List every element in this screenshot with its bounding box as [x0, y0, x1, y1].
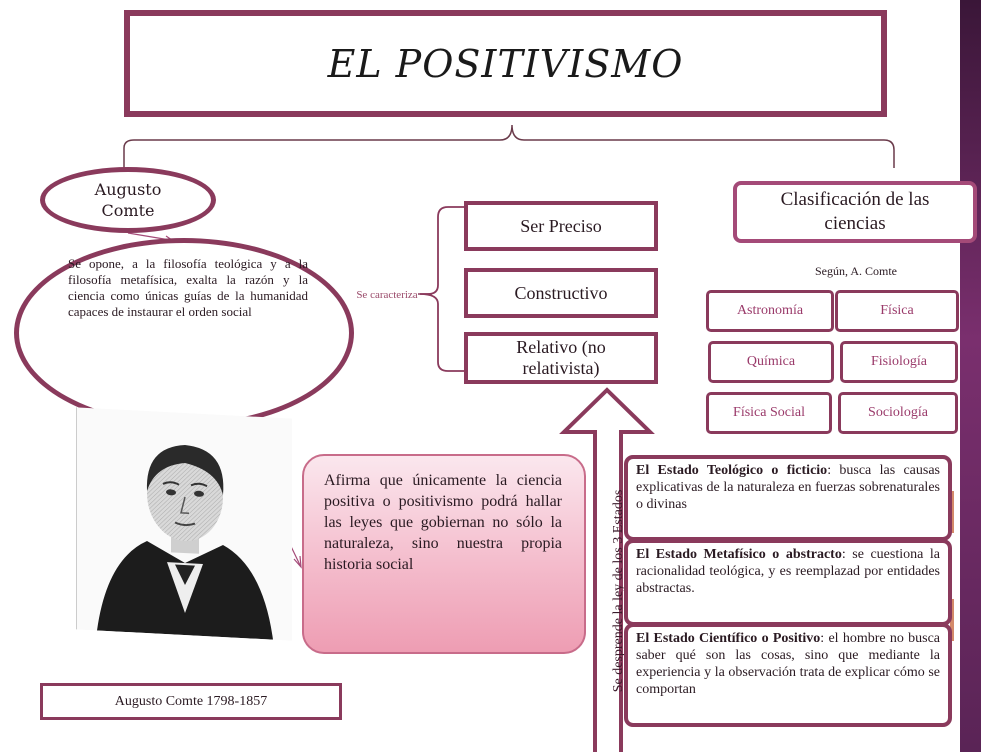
state-text: : busca las causas explicativas de la na…	[636, 463, 941, 512]
characteristic-label: Ser Preciso	[520, 215, 602, 236]
classification-title: Clasificación de las ciencias	[780, 189, 930, 234]
classification-title-box: Clasificación de las ciencias	[733, 181, 977, 243]
author-name-oval: Augusto Comte	[40, 167, 216, 233]
portrait-image	[76, 407, 292, 641]
author-name: Augusto Comte	[94, 180, 162, 220]
state-box: El Estado Teológico o ficticio: busca la…	[624, 455, 952, 541]
science-box: Física Social	[706, 392, 832, 434]
characteristic-box: Constructivo	[464, 268, 658, 318]
state-heading: El Estado Metafísico o abstracto	[636, 547, 842, 562]
author-caption-box: Augusto Comte 1798-1857	[40, 683, 342, 720]
science-label: Física Social	[733, 405, 805, 420]
state-tab	[944, 599, 954, 641]
characteristic-box: Relativo (no relativista)	[464, 332, 658, 384]
state-heading: El Estado Teológico o ficticio	[636, 463, 828, 478]
state-box: El Estado Científico o Positivo: el homb…	[624, 623, 952, 727]
science-label: Sociología	[868, 405, 928, 420]
science-label: Física	[880, 303, 914, 318]
science-box: Astronomía	[706, 290, 834, 332]
connector-label: Se caracteriza	[356, 289, 418, 301]
claim-box: Afirma que únicamente la ciencia positiv…	[302, 454, 586, 654]
science-label: Fisiología	[870, 354, 927, 369]
state-text: : el hombre no busca saber qué son las c…	[636, 631, 940, 697]
science-label: Astronomía	[736, 303, 804, 318]
science-box: Fisiología	[840, 341, 958, 383]
classification-source: Según, A. Comte	[815, 264, 898, 278]
state-tab	[944, 491, 954, 533]
science-box: Química	[708, 341, 834, 383]
state-text: : se cuestiona la racionalidad teológica…	[636, 547, 940, 596]
science-label: Química	[746, 354, 796, 369]
science-box: Sociología	[838, 392, 958, 434]
author-caption: Augusto Comte 1798-1857	[114, 693, 268, 709]
author-description: Se opone, a la filosofía teológica y a l…	[68, 256, 308, 319]
science-box: Física	[835, 290, 959, 332]
state-heading: El Estado Científico o Positivo	[636, 631, 821, 646]
title-box: EL POSITIVISMO	[124, 10, 887, 117]
characteristic-label: Relativo (no relativista)	[516, 337, 606, 378]
page-title: EL POSITIVISMO	[327, 41, 684, 86]
portrait-icon	[97, 445, 273, 640]
characteristic-box: Ser Preciso	[464, 201, 658, 251]
state-box: El Estado Metafísico o abstracto: se cue…	[624, 539, 952, 626]
characteristic-label: Constructivo	[514, 282, 608, 303]
